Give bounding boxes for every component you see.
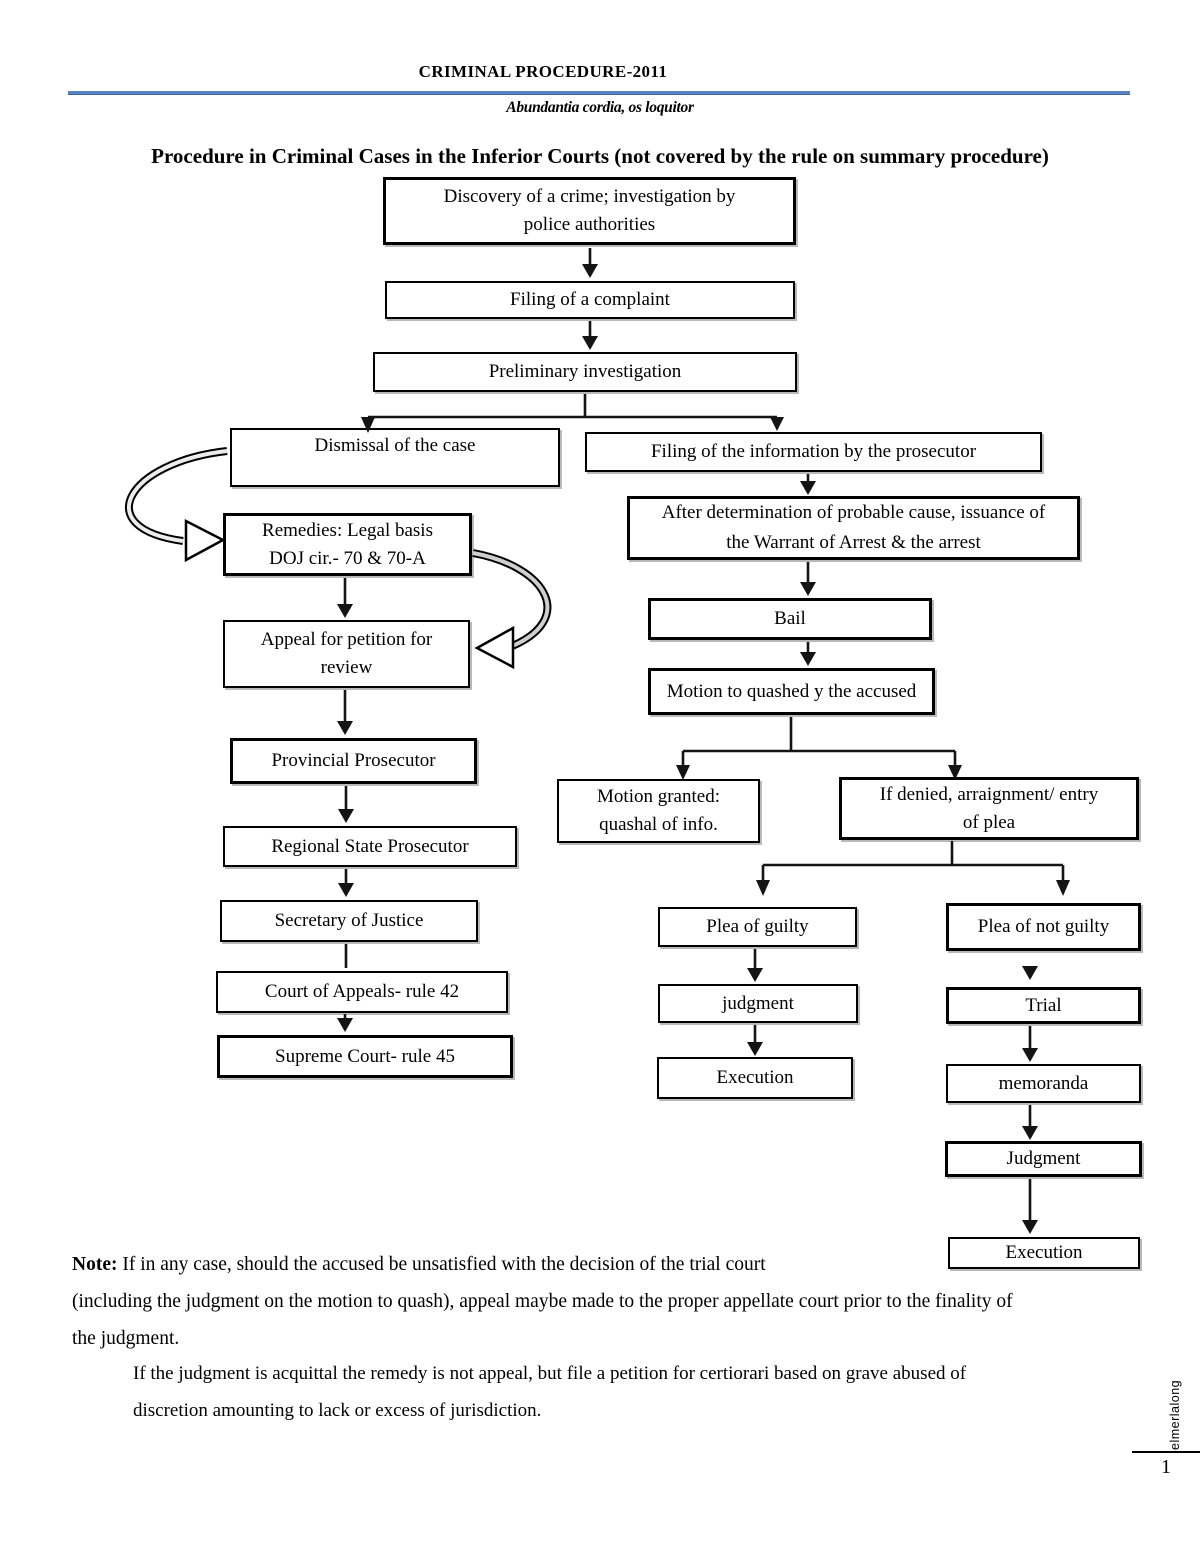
node-label: After determination of probable cause, i… (661, 502, 1046, 523)
node-court-of-appeals: Court of Appeals- rule 42 (216, 971, 508, 1013)
footer-divider-line (1132, 1451, 1200, 1453)
node-plea-of-guilty: Plea of guilty (658, 907, 857, 947)
node-label: judgment (722, 992, 794, 1014)
node-plea-of-not-guilty: Plea of not guilty (946, 903, 1141, 951)
header-motto: Abundantia cordia, os loquitor (506, 99, 694, 116)
node-label: review (320, 657, 373, 678)
node-label: Supreme Court- rule 45 (275, 1045, 455, 1067)
note-line: Note: If in any case, should the accused… (72, 1246, 1172, 1283)
node-label: quashal of info. (599, 814, 718, 835)
node-remedies: Remedies: Legal basis DOJ cir.- 70 & 70-… (223, 513, 472, 576)
note-line: (including the judgment on the motion to… (72, 1291, 1013, 1312)
curved-arrow-remedies-to-appeal (472, 549, 552, 670)
node-motion-granted: Motion granted: quashal of info. (557, 779, 760, 843)
node-filing-information: Filing of the information by the prosecu… (585, 432, 1042, 472)
node-label: Plea of not guilty (977, 916, 1110, 937)
node-label: Filing of the information by the prosecu… (650, 441, 977, 462)
node-label: Judgment (1006, 1148, 1081, 1169)
node-label: If denied, arraignment/ entry (879, 783, 1099, 805)
node-discovery: Discovery of a crime; investigation by p… (383, 177, 796, 245)
node-bail: Bail (648, 598, 932, 640)
node-secretary-of-justice: Secretary of Justice (220, 900, 478, 942)
node-if-denied-arraignment: If denied, arraignment/ entry of plea (839, 777, 1139, 840)
node-label: police authorities (523, 214, 656, 235)
node-label: Filing of a complaint (510, 289, 670, 310)
node-label: Provincial Prosecutor (271, 750, 436, 771)
note-label: Note: (72, 1254, 118, 1275)
node-label: Secretary of Justice (274, 910, 424, 931)
node-preliminary-investigation: Preliminary investigation (373, 352, 797, 392)
note-line: the judgment. (72, 1328, 180, 1349)
header-divider-line (68, 91, 1130, 95)
node-label: Dismissal of the case (314, 435, 476, 456)
note-text: If in any case, should the accused be un… (117, 1254, 766, 1275)
node-label: Remedies: Legal basis (262, 519, 433, 541)
node-label: Motion to quashed y the accused (666, 680, 917, 702)
certiorari-paragraph: If the judgment is acquittal the remedy … (133, 1355, 1173, 1429)
page-title: Procedure in Criminal Cases in the Infer… (151, 144, 1049, 168)
node-label: Regional State Prosecutor (271, 835, 469, 857)
node-label: DOJ cir.- 70 & 70-A (269, 547, 426, 569)
curved-arrow-dismissal-to-remedies (125, 447, 228, 563)
author-watermark: elmerlalong (1168, 1379, 1182, 1450)
node-label: of plea (962, 811, 1016, 833)
node-warrant-of-arrest: After determination of probable cause, i… (627, 496, 1080, 560)
node-trial: Trial (946, 987, 1141, 1024)
node-label: Execution (1005, 1242, 1083, 1263)
node-memoranda: memoranda (946, 1064, 1141, 1103)
node-judgment-trial: Judgment (945, 1141, 1142, 1177)
node-label: memoranda (998, 1072, 1089, 1094)
node-label: Motion granted: (597, 786, 720, 807)
page-number: 1 (1161, 1456, 1171, 1478)
node-label: the Warrant of Arrest & the arrest (726, 532, 981, 553)
node-provincial-prosecutor: Provincial Prosecutor (230, 738, 477, 784)
node-label: Execution (716, 1067, 794, 1088)
node-label: Trial (1025, 994, 1062, 1016)
paragraph-line: discretion amounting to lack or excess o… (133, 1400, 542, 1421)
node-appeal-petition-review: Appeal for petition for review (223, 620, 470, 688)
node-motion-to-quash: Motion to quashed y the accused (648, 668, 935, 715)
node-dismissal: Dismissal of the case (230, 428, 560, 487)
node-label: Bail (774, 608, 806, 629)
node-execution-guilty: Execution (657, 1057, 853, 1099)
node-label: Appeal for petition for (260, 629, 433, 650)
document-header-title: CRIMINAL PROCEDURE-2011 (418, 62, 668, 81)
node-label: Plea of guilty (706, 916, 809, 937)
node-filing-complaint: Filing of a complaint (385, 281, 795, 319)
node-judgment: judgment (658, 984, 858, 1023)
node-label: Court of Appeals- rule 42 (264, 981, 460, 1002)
node-regional-state-prosecutor: Regional State Prosecutor (223, 826, 517, 867)
paragraph-line: If the judgment is acquittal the remedy … (133, 1363, 967, 1384)
node-label: Preliminary investigation (488, 361, 682, 382)
node-supreme-court: Supreme Court- rule 45 (217, 1035, 513, 1078)
note-paragraph: Note: If in any case, should the accused… (72, 1246, 1172, 1357)
node-label: Discovery of a crime; investigation by (443, 186, 736, 207)
node-execution-trial: Execution (948, 1237, 1140, 1269)
